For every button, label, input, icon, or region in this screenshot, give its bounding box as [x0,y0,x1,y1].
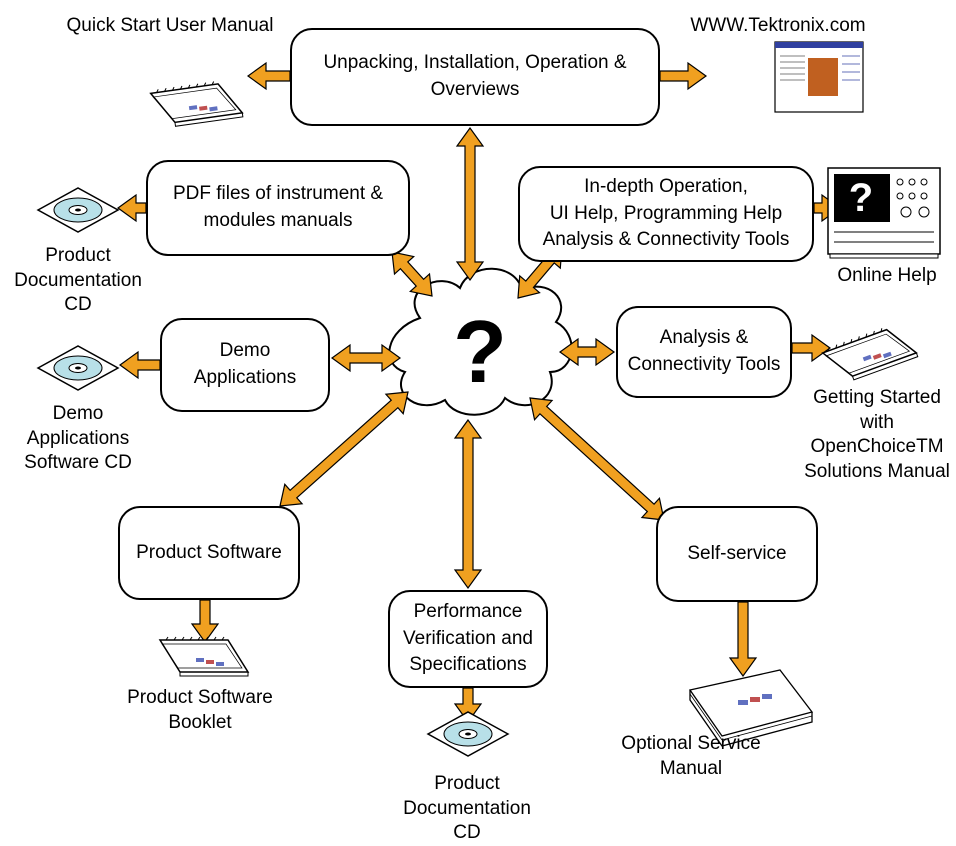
getting-started-booklet-icon [820,319,919,388]
question-mark-icon: ? [453,302,507,401]
caption-getting-started-manual: Getting Started with OpenChoiceTM Soluti… [804,387,950,483]
caption-website: WWW.Tektronix.com [690,15,866,36]
caption-product-doc-cd-left: Product Documentation CD [14,245,142,316]
website-screenshot-icon [774,41,864,113]
caption-product-doc-cd-bottom: Product Documentation CD [403,773,531,844]
service-manual-stack-icon [688,669,814,747]
caption-service-manual: Optional Service Manual [621,733,761,779]
arrow-to-demo [330,343,402,373]
topic-product-software: Product Software [118,506,300,600]
arrow-to-service-manual [728,601,758,678]
caption-demo-cd: Demo Applications Software CD [24,403,132,474]
caption-online-help: Online Help [837,265,937,286]
demo-cd-icon [37,345,119,391]
arrows [116,61,842,724]
topic-in-depth-operation: In-depth Operation, UI Help, Programming… [518,166,814,262]
arrow-to-software-booklet [190,599,220,644]
topic-self-service: Self-service [656,506,818,602]
arrow-to-website [659,61,708,91]
arrow-to-quick-start [246,61,291,91]
topic-pdf-files: PDF files of instrument & modules manual… [146,160,410,256]
arrow-to-pdf-files [391,251,433,297]
software-booklet-icon [159,636,249,677]
arrow-to-demo-cd [118,350,161,380]
topic-demo-applications: Demo Applications [160,318,330,412]
arrow-to-analysis [558,337,616,367]
topic-unpacking: Unpacking, Installation, Operation & Ove… [290,28,660,126]
quick-start-booklet-icon [149,77,244,130]
online-help-oscilloscope-icon [827,167,941,259]
caption-software-booklet: Product Software Booklet [127,687,273,733]
topic-performance-verification: Performance Verification and Specificati… [388,590,548,688]
caption-quick-start-manual: Quick Start User Manual [66,15,274,36]
help-screen-question-icon: ? [848,176,874,220]
arrow-to-unpacking [455,126,485,282]
product-doc-cd-bottom-icon [427,711,509,757]
arrow-to-self-service [529,397,665,521]
product-doc-cd-left-icon [37,187,119,233]
arrow-to-performance [453,418,483,590]
topic-analysis-tools: Analysis & Connectivity Tools [616,306,792,398]
arrow-to-getting-started [791,333,832,363]
arrow-to-product-doc-cd-left [116,193,147,223]
arrow-to-product-doc-cd-bottom [453,687,483,724]
